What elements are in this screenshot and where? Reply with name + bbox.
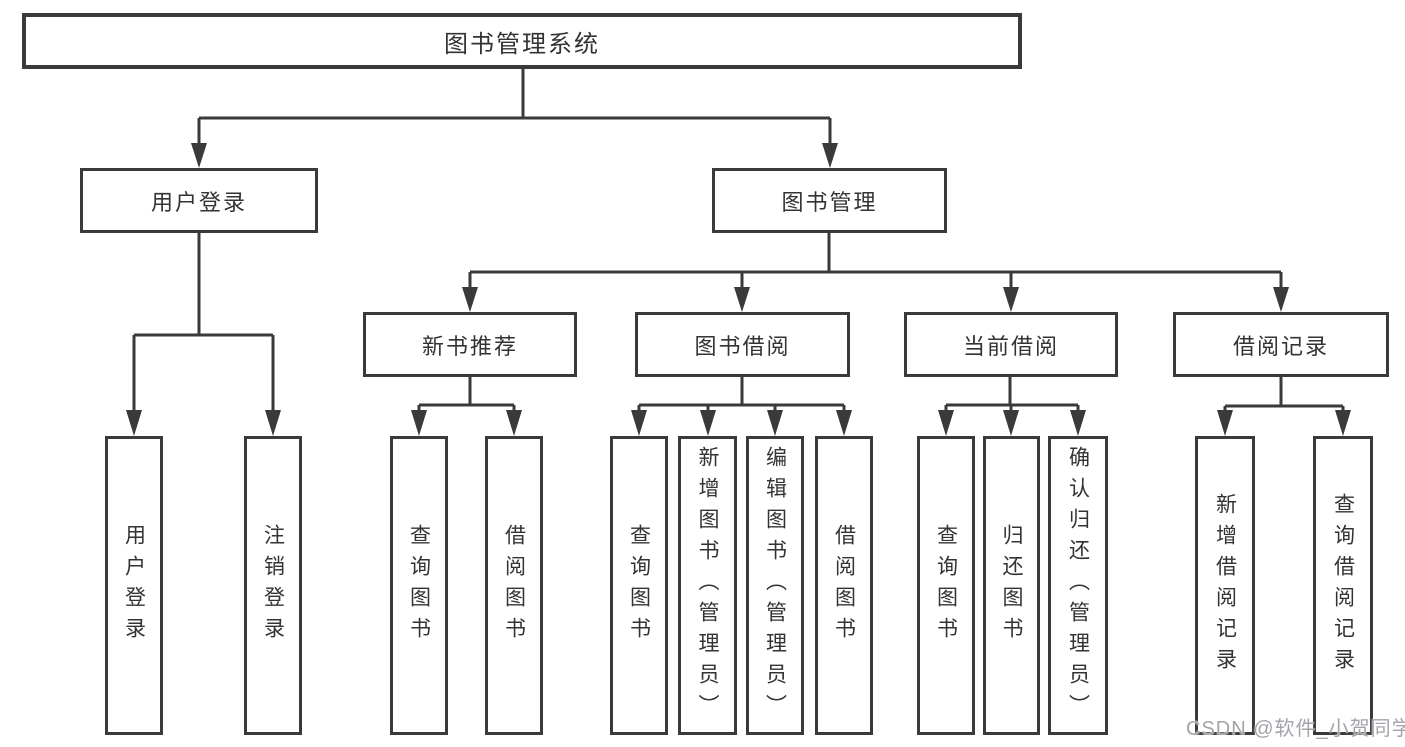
- arrowhead-icon: [938, 410, 954, 436]
- node-borrowing-records-label: 借阅记录: [1232, 333, 1329, 359]
- node-borrowing-records: 借阅记录: [1173, 312, 1389, 377]
- node-current-borrowing-label: 当前借阅: [962, 333, 1059, 359]
- leaf-confirm-return-admin: 确认归还（管理员）: [1048, 436, 1108, 735]
- leaf-borrow-books-recommend-label: 借阅图书: [502, 523, 526, 648]
- leaf-query-borrow-record-label: 查询借阅记录: [1331, 492, 1355, 679]
- connector-book-borrowing-to-leaves: [637, 377, 846, 412]
- arrowhead-icon: [265, 410, 281, 436]
- leaf-query-books-current-label: 查询图书: [934, 523, 958, 648]
- arrowhead-icon: [734, 287, 750, 312]
- csdn-watermark: CSDN @软件_小贺同学: [1186, 718, 1405, 740]
- arrowhead-icon: [1273, 287, 1289, 312]
- leaf-user-login-label: 用户登录: [122, 523, 146, 648]
- arrowhead-icon: [506, 410, 522, 436]
- arrowhead-icon: [700, 410, 716, 436]
- arrowheads: [126, 143, 1351, 436]
- connector-root-to-level2: [197, 69, 832, 145]
- leaf-add-book-admin: 新增图书（管理员）: [678, 436, 737, 735]
- node-system-root-label: 图书管理系统: [444, 30, 600, 58]
- arrowhead-icon: [631, 410, 647, 436]
- node-user-login: 用户登录: [80, 168, 318, 233]
- leaf-borrow-books-borrowing-label: 借阅图书: [832, 523, 856, 648]
- node-system-root: 图书管理系统: [22, 13, 1022, 69]
- arrowhead-icon: [462, 287, 478, 312]
- arrowhead-icon: [1003, 287, 1019, 312]
- leaf-query-books-recommend: 查询图书: [390, 436, 448, 735]
- arrowhead-icon: [822, 143, 838, 168]
- leaf-logout: 注销登录: [244, 436, 302, 735]
- leaf-add-borrow-record-label: 新增借阅记录: [1213, 492, 1237, 679]
- arrowhead-icon: [1003, 410, 1019, 436]
- node-book-borrowing-label: 图书借阅: [694, 333, 791, 359]
- leaf-query-books-borrowing: 查询图书: [610, 436, 668, 735]
- leaf-add-book-admin-label: 新增图书（管理员）: [696, 446, 719, 725]
- arrowhead-icon: [411, 410, 427, 436]
- node-book-management-label: 图书管理: [781, 189, 878, 215]
- connector-current-borrowing-to-leaves: [944, 377, 1080, 412]
- arrowhead-icon: [1070, 410, 1086, 436]
- connector-borrow-records-to-leaves: [1223, 377, 1345, 412]
- arrowhead-icon: [767, 410, 783, 436]
- leaf-user-login: 用户登录: [105, 436, 163, 735]
- arrowhead-icon: [1335, 410, 1351, 436]
- node-new-book-recommendation-label: 新书推荐: [421, 333, 518, 359]
- leaf-logout-label: 注销登录: [261, 523, 285, 648]
- leaf-query-books-current: 查询图书: [917, 436, 975, 735]
- arrowhead-icon: [191, 143, 207, 168]
- node-user-login-label: 用户登录: [150, 189, 247, 215]
- connector-user-login-to-leaves: [132, 233, 275, 412]
- leaf-add-borrow-record: 新增借阅记录: [1195, 436, 1255, 735]
- node-current-borrowing: 当前借阅: [904, 312, 1118, 377]
- leaf-query-borrow-record: 查询借阅记录: [1313, 436, 1373, 735]
- connector-new-book-to-leaves: [417, 377, 516, 412]
- leaf-return-book-label: 归还图书: [1000, 523, 1023, 648]
- node-new-book-recommendation: 新书推荐: [363, 312, 577, 377]
- leaf-return-book: 归还图书: [983, 436, 1040, 735]
- leaf-confirm-return-admin-label: 确认归还（管理员）: [1066, 446, 1090, 725]
- leaf-borrow-books-borrowing: 借阅图书: [815, 436, 873, 735]
- connector-book-management-to-level3: [468, 233, 1283, 290]
- leaf-query-books-recommend-label: 查询图书: [407, 523, 431, 648]
- leaf-edit-book-admin: 编辑图书（管理员）: [746, 436, 804, 735]
- node-book-borrowing: 图书借阅: [635, 312, 850, 377]
- arrowhead-icon: [1217, 410, 1233, 436]
- leaf-query-books-borrowing-label: 查询图书: [627, 523, 651, 648]
- arrowhead-icon: [126, 410, 142, 436]
- arrowhead-icon: [836, 410, 852, 436]
- leaf-edit-book-admin-label: 编辑图书（管理员）: [763, 446, 787, 725]
- leaf-borrow-books-recommend: 借阅图书: [485, 436, 543, 735]
- node-book-management: 图书管理: [712, 168, 947, 233]
